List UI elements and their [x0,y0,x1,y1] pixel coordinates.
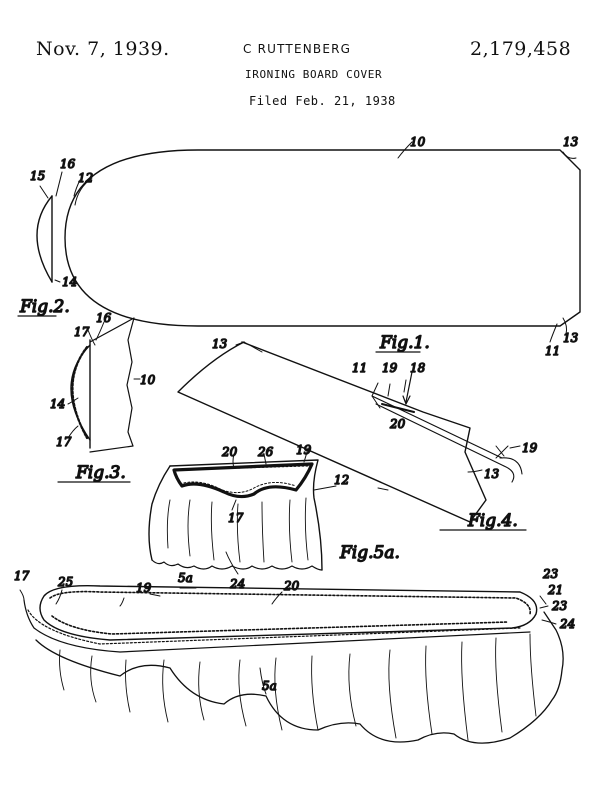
ref-11: 11 [545,344,560,358]
invention-title: IRONING BOARD COVER [245,68,383,81]
ref-26: 26 [257,445,274,459]
ref-20: 20 [389,417,406,431]
fig5-cover [19,585,564,744]
ref-13: 13 [484,467,500,481]
ref-17: 17 [74,325,90,339]
fig1-leaders [73,141,577,343]
ref-15: 15 [30,169,45,183]
ref-19: 19 [296,443,312,457]
fig1-board-outline [64,149,581,327]
ref-13: 13 [563,135,579,149]
ref-13: 13 [563,331,579,345]
ref-23: 23 [551,599,568,613]
ref-19: 19 [382,361,398,375]
fig1-label: Fig.1. [379,333,430,353]
fig3-label: Fig.3. [75,463,126,483]
ref-12: 12 [334,473,349,487]
ref-14: 14 [50,397,65,411]
ref-17: 17 [14,569,30,583]
ref-25: 25 [57,575,73,589]
ref-13: 13 [212,337,228,351]
ref-14: 14 [62,275,77,289]
ref-24: 24 [559,617,575,631]
fig4-cover [177,341,523,523]
ref-20: 20 [221,445,238,459]
ref-24: 24 [229,577,245,591]
ref-16: 16 [96,311,112,325]
filing-date: Filed Feb. 21, 1938 [249,94,396,108]
ref-5a: 5a [178,571,193,585]
ref-11: 11 [352,361,367,375]
ref-16: 16 [60,157,76,171]
fig4-label: Fig.4. [467,511,518,531]
patent-number: 2,179,458 [470,38,572,60]
fig5a-pocket [148,447,337,575]
ref-23: 23 [542,567,559,581]
fig5a-label: Fig.5a. [339,543,400,563]
ref-17: 17 [56,435,72,449]
patent-date: Nov. 7, 1939. [36,38,170,60]
fig3-section [67,317,141,453]
ref-21: 21 [547,583,563,597]
ref-17: 17 [228,511,244,525]
ref-19: 19 [136,581,152,595]
ref-10: 10 [140,373,156,387]
ref-18: 18 [410,361,426,375]
ref-10: 10 [410,135,426,149]
ref-19: 19 [522,441,538,455]
ref-20: 20 [283,579,300,593]
ref-12: 12 [78,171,93,185]
fig2-panel [36,171,63,283]
ref-5a: 5a [262,679,277,693]
fig2-label: Fig.2. [19,297,70,317]
inventor-name: C RUTTENBERG [243,42,352,56]
